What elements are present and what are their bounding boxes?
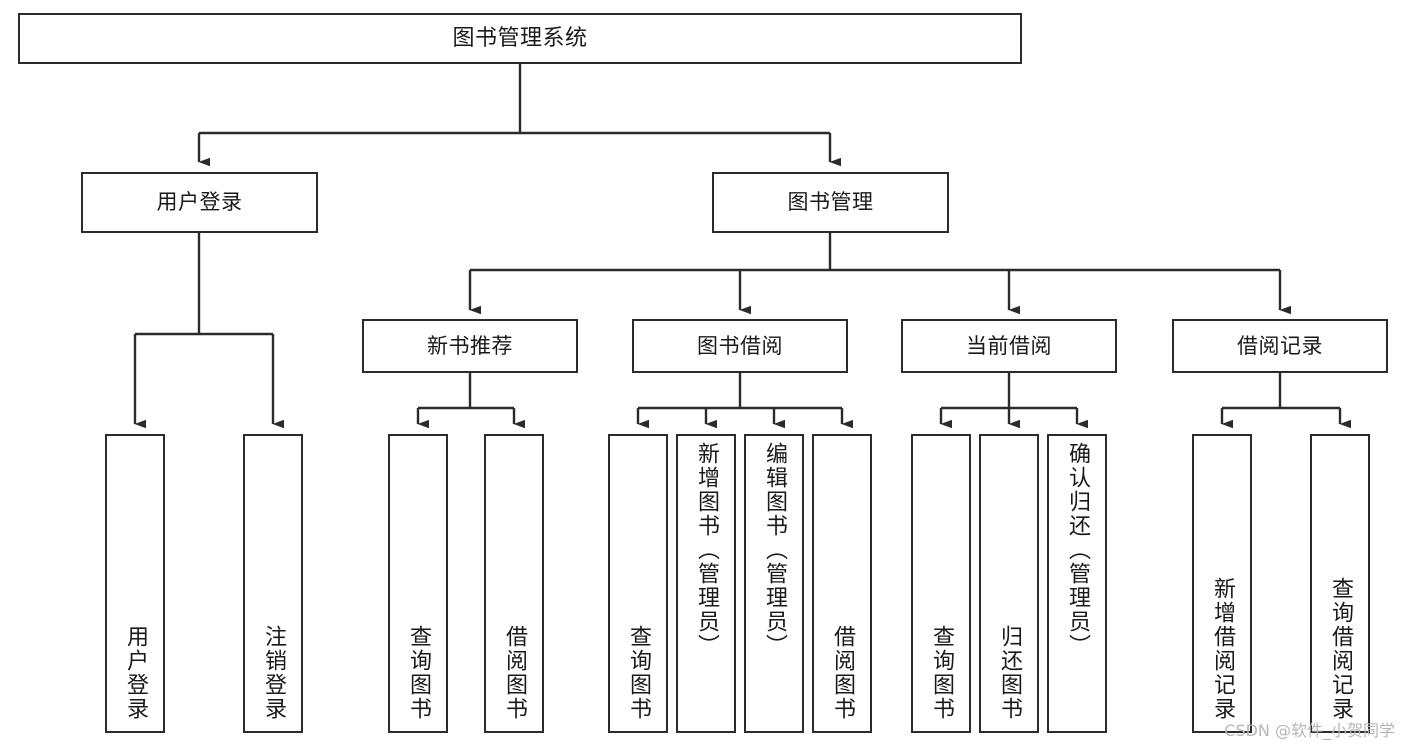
leaf-add-book-admin[interactable]: 新增图书（管理员） bbox=[676, 434, 736, 733]
leaf-edit-book-admin[interactable]: 编辑图书（管理员） bbox=[744, 434, 804, 733]
csdn-watermark: CSDN @软件_小贺同学 bbox=[1224, 721, 1395, 740]
node-current-borrow-label: 当前借阅 bbox=[966, 333, 1052, 358]
leaf-logout-login[interactable]: 注销登录 bbox=[243, 434, 303, 733]
leaf-add-borrow-record[interactable]: 新增借阅记录 bbox=[1192, 434, 1252, 733]
node-new-book-recommend-label: 新书推荐 bbox=[427, 333, 513, 358]
leaf-borrow-book-borrow[interactable]: 借阅图书 bbox=[812, 434, 872, 733]
node-book-borrow-label: 图书借阅 bbox=[697, 333, 783, 358]
leaf-logout-login-label: 注销登录 bbox=[260, 625, 286, 721]
leaf-user-login-label: 用户登录 bbox=[122, 625, 148, 721]
leaf-query-book-recommend[interactable]: 查询图书 bbox=[388, 434, 448, 733]
node-borrow-record[interactable]: 借阅记录 bbox=[1172, 319, 1388, 373]
leaf-query-book-recommend-label: 查询图书 bbox=[405, 625, 431, 721]
node-user-login[interactable]: 用户登录 bbox=[81, 172, 318, 233]
node-new-book-recommend[interactable]: 新书推荐 bbox=[362, 319, 578, 373]
leaf-return-book-label: 归还图书 bbox=[996, 625, 1022, 721]
leaf-query-borrow-record[interactable]: 查询借阅记录 bbox=[1310, 434, 1370, 733]
leaf-query-book-current-label: 查询图书 bbox=[928, 625, 954, 721]
node-book-borrow[interactable]: 图书借阅 bbox=[632, 319, 848, 373]
leaf-user-login[interactable]: 用户登录 bbox=[105, 434, 165, 733]
leaf-query-book-borrow[interactable]: 查询图书 bbox=[608, 434, 668, 733]
node-root-library-management-system[interactable]: 图书管理系统 bbox=[18, 13, 1022, 64]
leaf-borrow-book-recommend[interactable]: 借阅图书 bbox=[484, 434, 544, 733]
leaf-confirm-return-admin-label: 确认归还（管理员） bbox=[1064, 442, 1090, 658]
leaf-query-book-current[interactable]: 查询图书 bbox=[911, 434, 971, 733]
leaf-query-borrow-record-label: 查询借阅记录 bbox=[1327, 577, 1353, 721]
leaf-edit-book-admin-label: 编辑图书（管理员） bbox=[761, 442, 787, 658]
node-root-label: 图书管理系统 bbox=[452, 25, 588, 51]
leaf-borrow-book-recommend-label: 借阅图书 bbox=[501, 625, 527, 721]
node-book-management-label: 图书管理 bbox=[787, 190, 874, 215]
node-user-login-label: 用户登录 bbox=[156, 190, 243, 215]
leaf-add-borrow-record-label: 新增借阅记录 bbox=[1209, 577, 1235, 721]
leaf-return-book[interactable]: 归还图书 bbox=[979, 434, 1039, 733]
leaf-add-book-admin-label: 新增图书（管理员） bbox=[693, 442, 719, 658]
node-borrow-record-label: 借阅记录 bbox=[1237, 333, 1323, 358]
leaf-confirm-return-admin[interactable]: 确认归还（管理员） bbox=[1047, 434, 1107, 733]
node-current-borrow[interactable]: 当前借阅 bbox=[901, 319, 1117, 373]
leaf-query-book-borrow-label: 查询图书 bbox=[625, 625, 651, 721]
leaf-borrow-book-borrow-label: 借阅图书 bbox=[829, 625, 855, 721]
node-book-management[interactable]: 图书管理 bbox=[712, 172, 949, 233]
